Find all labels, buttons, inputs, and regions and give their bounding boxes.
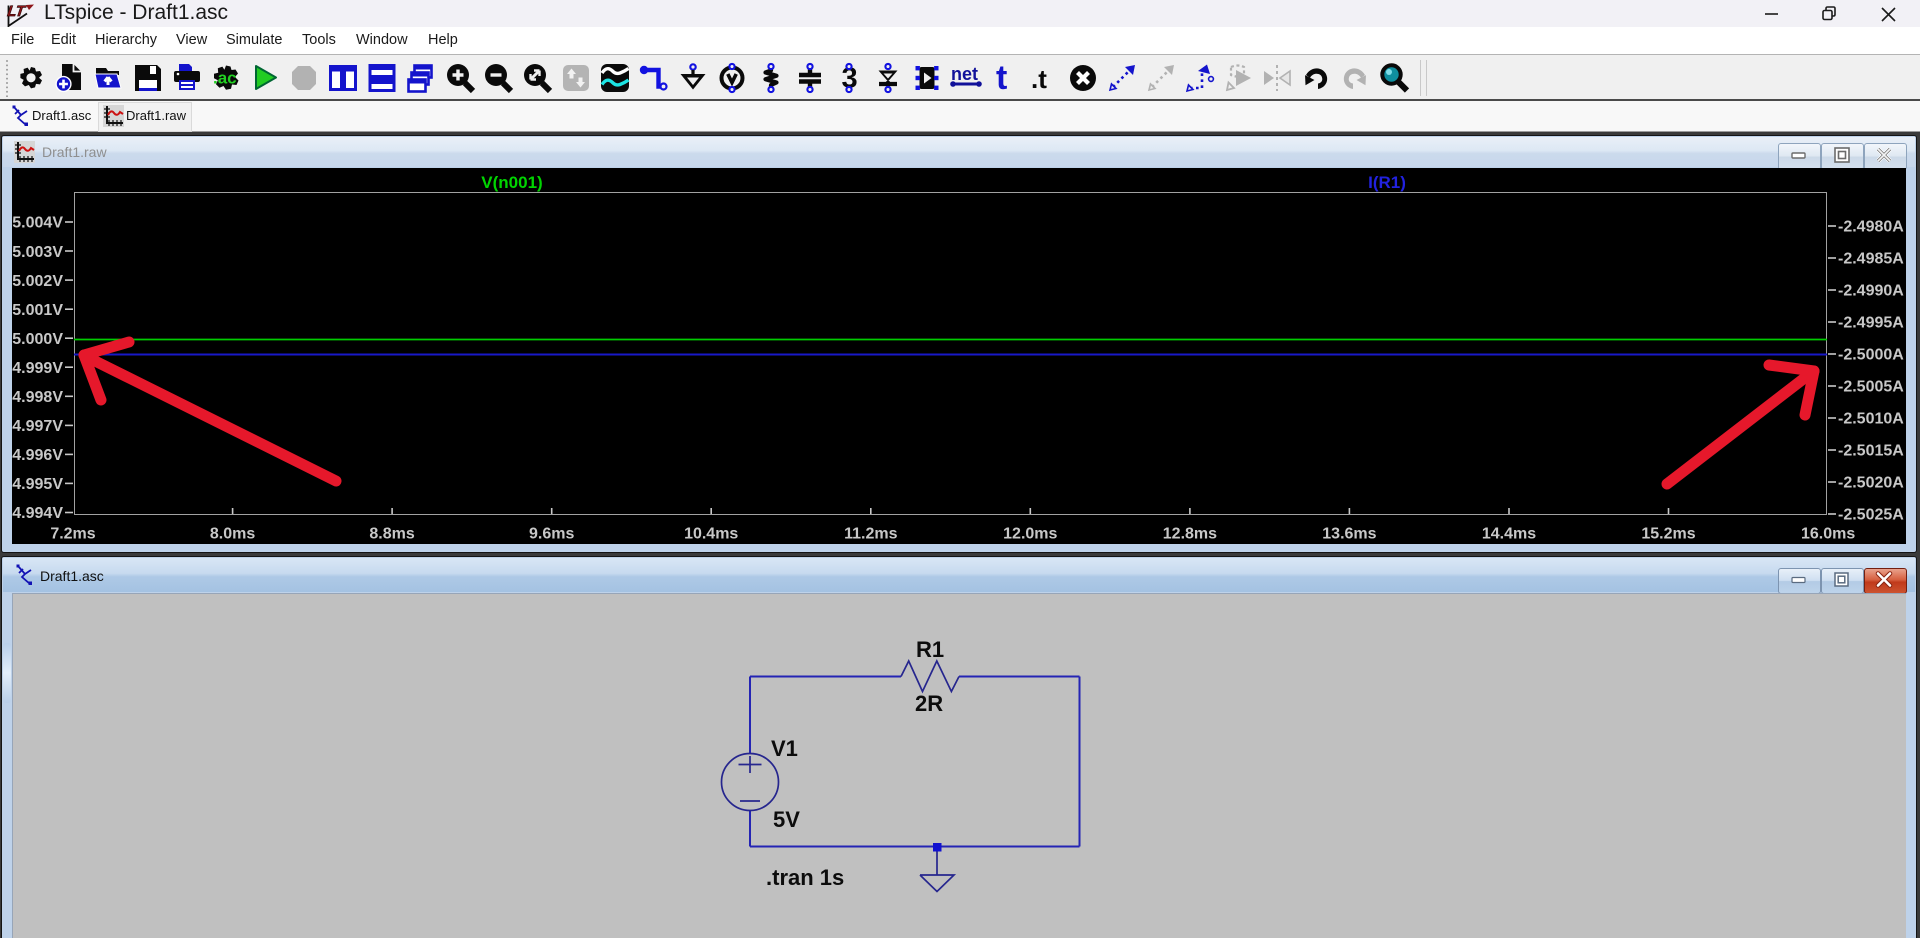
svg-text:14.4ms: 14.4ms	[1482, 526, 1536, 543]
svg-text:5.001V: 5.001V	[12, 302, 63, 319]
svg-text:12.8ms: 12.8ms	[1163, 526, 1217, 543]
svg-text:LT: LT	[6, 3, 27, 20]
svg-text:5V: 5V	[773, 807, 800, 832]
svg-text:11.2ms: 11.2ms	[844, 526, 897, 543]
svg-text:8.8ms: 8.8ms	[369, 526, 414, 543]
svg-text:4.999V: 4.999V	[12, 360, 63, 377]
svg-text:13.6ms: 13.6ms	[1322, 526, 1376, 543]
svg-text:2R: 2R	[915, 691, 943, 716]
svg-text:4.996V: 4.996V	[12, 447, 63, 464]
svg-text:4.994V: 4.994V	[12, 505, 63, 522]
svg-text:R1: R1	[916, 637, 944, 662]
svg-text:4.997V: 4.997V	[12, 418, 63, 435]
svg-text:I(R1): I(R1)	[1368, 173, 1406, 192]
svg-text:-2.5005A: -2.5005A	[1838, 379, 1904, 396]
svg-text:.t: .t	[1031, 64, 1047, 94]
svg-text:-2.5000A: -2.5000A	[1838, 347, 1904, 364]
svg-text:16.0ms: 16.0ms	[1801, 526, 1855, 543]
svg-text:t: t	[996, 61, 1007, 95]
svg-text:net: net	[951, 64, 978, 84]
svg-text:9.6ms: 9.6ms	[529, 526, 574, 543]
svg-text:V(n001): V(n001)	[481, 173, 542, 192]
svg-text:10.4ms: 10.4ms	[684, 526, 738, 543]
svg-text:.ac: .ac	[213, 69, 237, 88]
svg-text:-2.4995A: -2.4995A	[1838, 315, 1904, 332]
svg-text:5.004V: 5.004V	[12, 215, 63, 232]
svg-text:-2.5015A: -2.5015A	[1838, 443, 1904, 460]
svg-text:-2.4985A: -2.4985A	[1838, 251, 1904, 268]
svg-text:3: 3	[842, 63, 858, 95]
svg-text:7.2ms: 7.2ms	[50, 526, 95, 543]
svg-text:12.0ms: 12.0ms	[1003, 526, 1057, 543]
svg-text:5.000V: 5.000V	[12, 331, 63, 348]
svg-text:.tran 1s: .tran 1s	[766, 865, 844, 890]
svg-text:4.995V: 4.995V	[12, 476, 63, 493]
svg-text:-2.5025A: -2.5025A	[1838, 507, 1904, 524]
svg-text:-2.5010A: -2.5010A	[1838, 411, 1904, 428]
svg-text:4.998V: 4.998V	[12, 389, 63, 406]
svg-text:-2.5020A: -2.5020A	[1838, 475, 1904, 492]
svg-text:5.003V: 5.003V	[12, 244, 63, 261]
svg-text:8.0ms: 8.0ms	[210, 526, 255, 543]
svg-text:15.2ms: 15.2ms	[1641, 526, 1695, 543]
svg-text:-2.4980A: -2.4980A	[1838, 219, 1904, 236]
svg-text:-2.4990A: -2.4990A	[1838, 283, 1904, 300]
svg-text:V1: V1	[771, 736, 798, 761]
svg-text:5.002V: 5.002V	[12, 273, 63, 290]
